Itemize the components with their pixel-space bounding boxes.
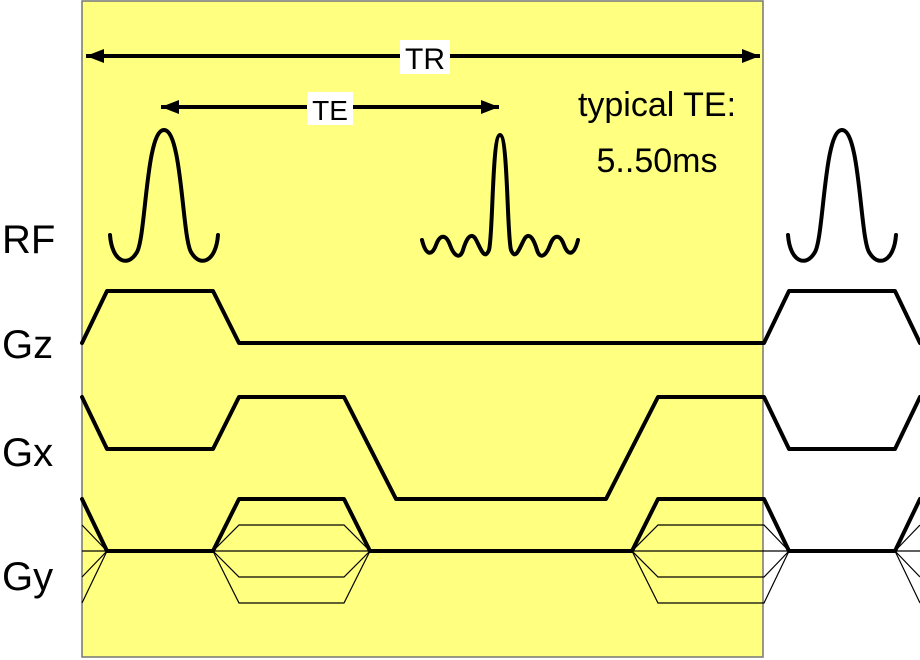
- te-label: TE: [312, 95, 348, 126]
- tr-arrow: TR: [86, 40, 760, 76]
- tr-label: TR: [405, 43, 445, 76]
- tr-region: [81, 0, 764, 658]
- channel-label-rf: RF: [2, 218, 55, 262]
- channel-label-gx: Gx: [2, 431, 53, 475]
- rf-echo-signal: [420, 133, 580, 258]
- rf-excitation-pulse-next: [786, 128, 898, 263]
- channel-label-gy: Gy: [2, 555, 53, 599]
- channel-label-gz: Gz: [2, 323, 53, 367]
- te-arrow: TE: [161, 92, 499, 126]
- gz-gradient: [80, 289, 920, 345]
- typical-te-note-line1: typical TE:: [578, 86, 736, 124]
- rf-excitation-pulse: [108, 128, 220, 263]
- gx-gradient: [80, 395, 920, 501]
- typical-te-note-line2: 5..50ms: [597, 142, 718, 180]
- gy-gradient: [80, 497, 920, 553]
